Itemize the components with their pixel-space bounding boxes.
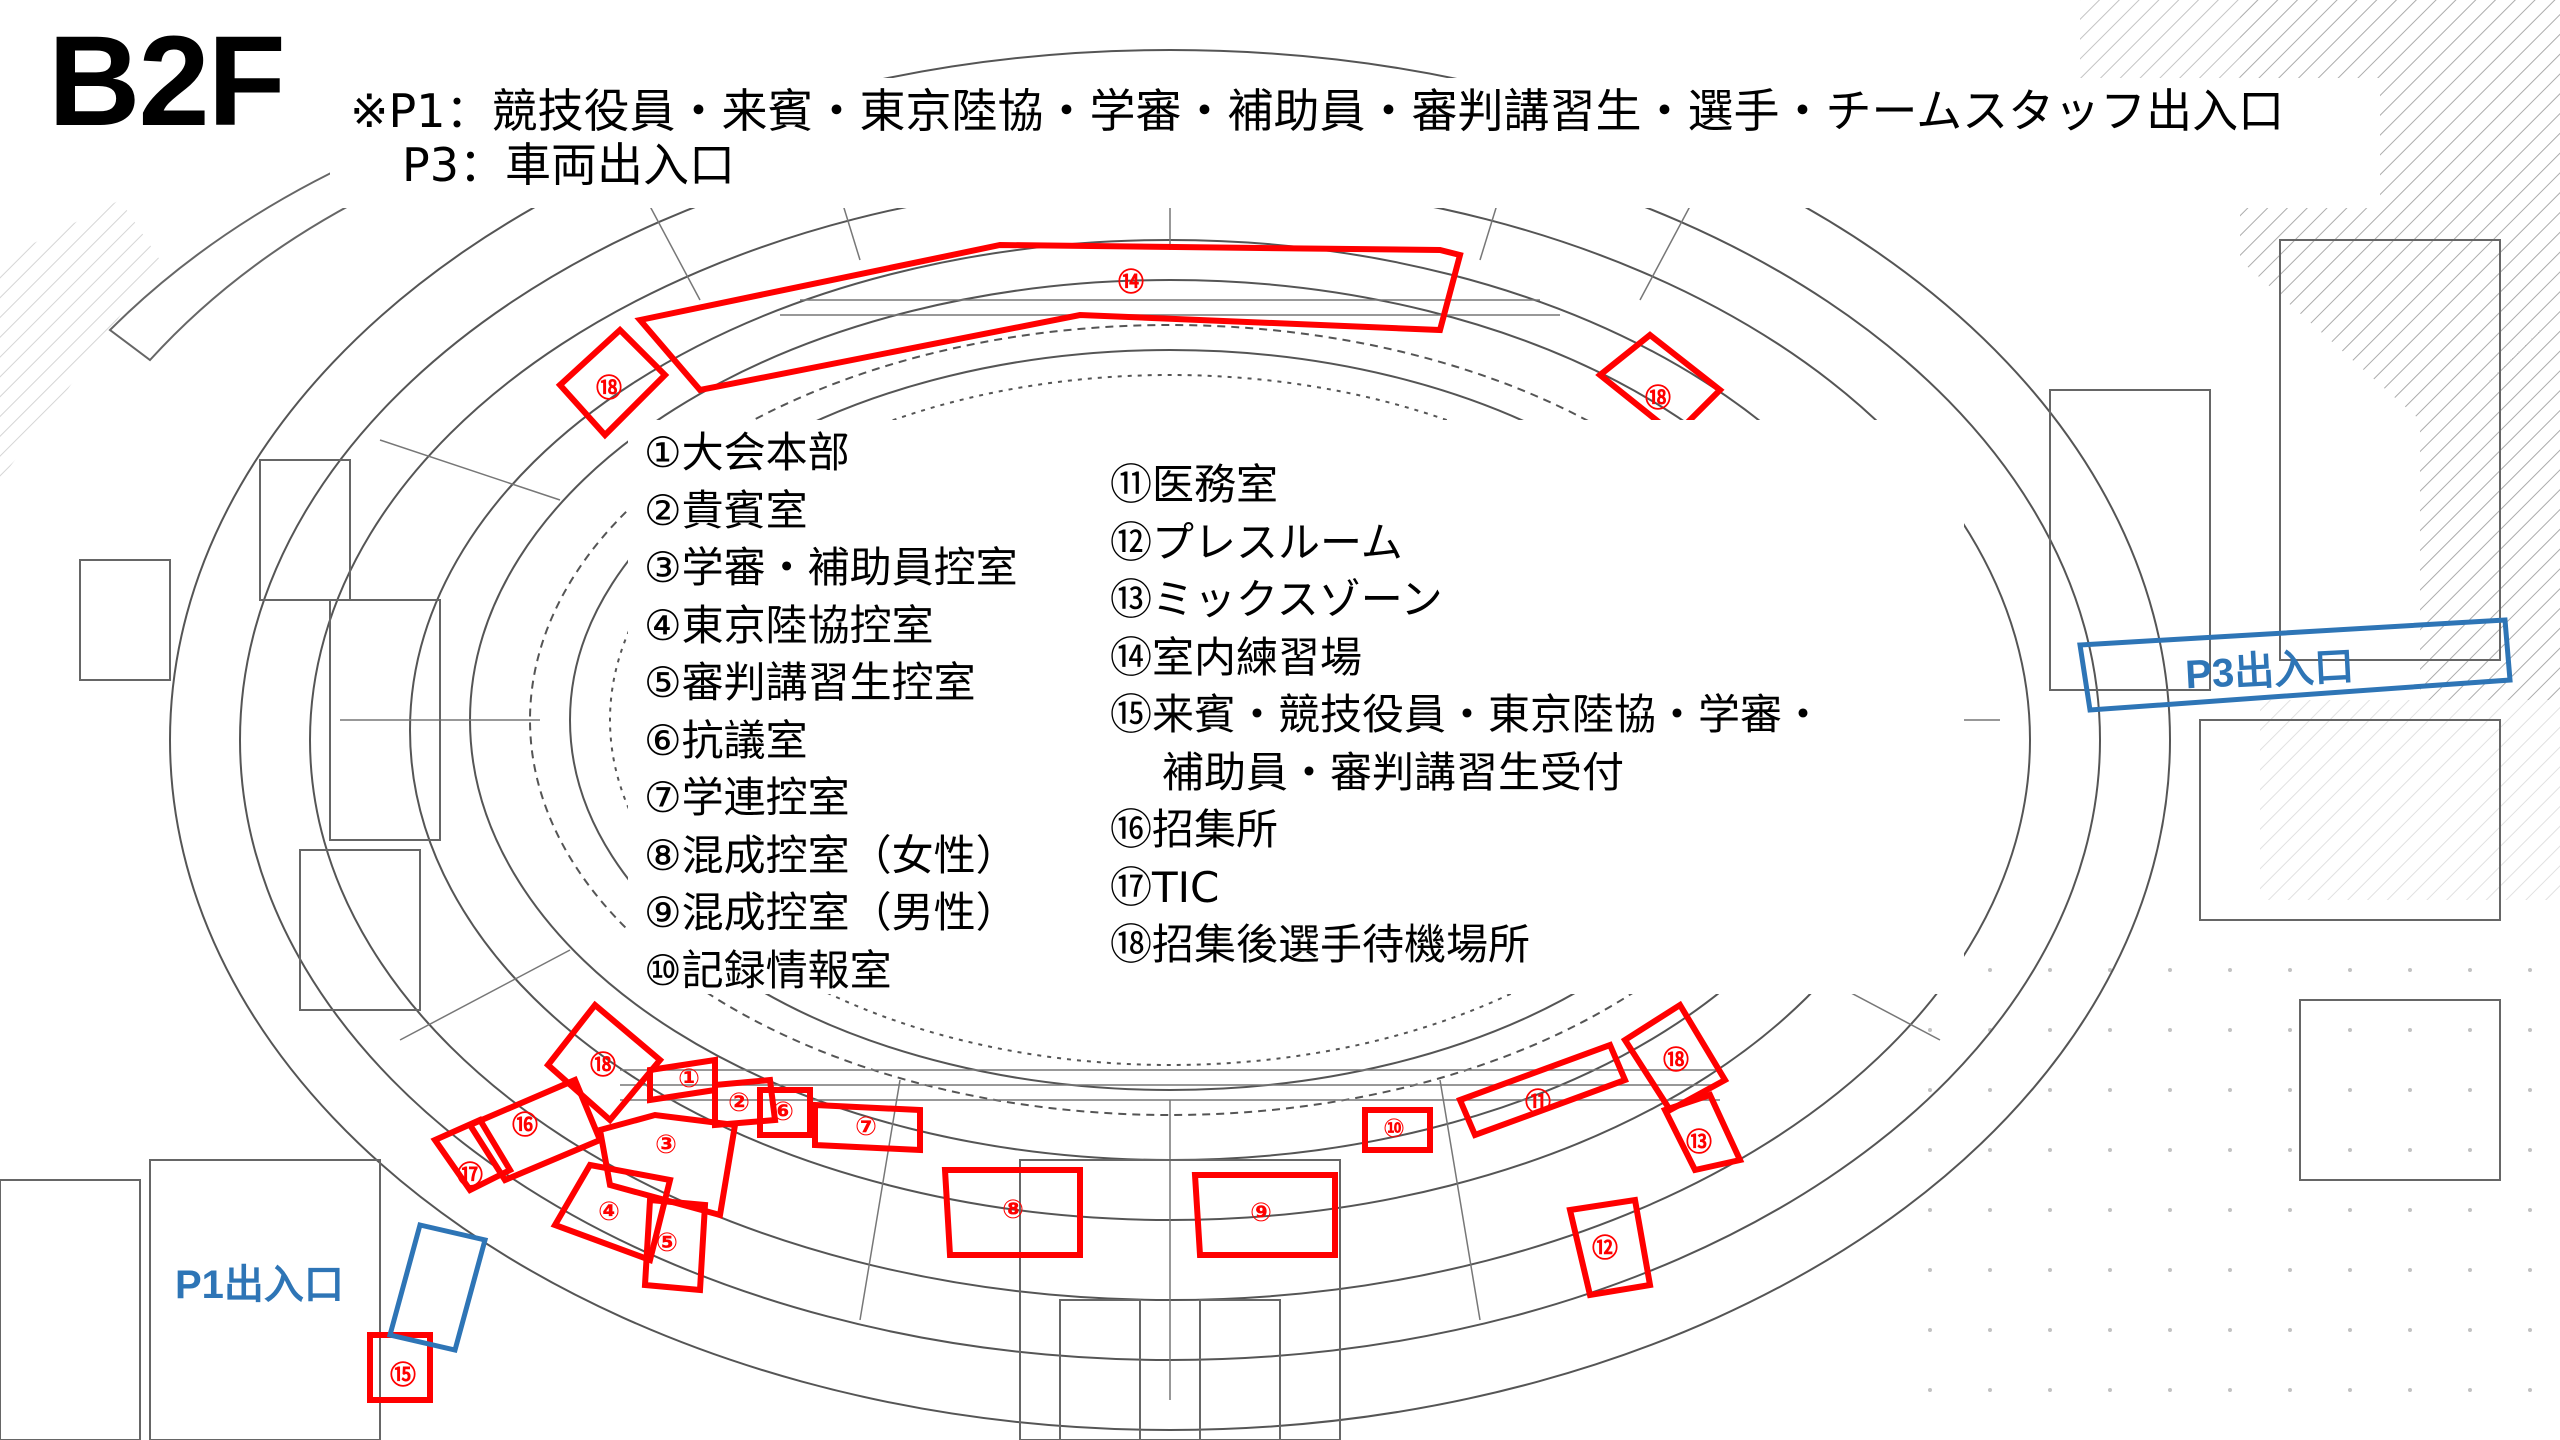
room-15 — [367, 1332, 433, 1403]
marker-16[interactable]: ⑯ — [512, 1111, 539, 1141]
room-11 — [1455, 1041, 1630, 1139]
p1-entrance-label[interactable]: P1出入口 — [175, 1263, 344, 1307]
legend-item: 補助員・審判講習生受付 — [1162, 747, 1625, 797]
legend-item: ⑩記録情報室 — [644, 945, 892, 995]
marker-3[interactable]: ③ — [655, 1130, 678, 1160]
marker-18-nw[interactable]: ⑱ — [596, 374, 623, 404]
room-2 — [712, 1076, 779, 1129]
marker-9[interactable]: ⑨ — [1250, 1198, 1273, 1228]
legend-item: ⑥抗議室 — [644, 715, 808, 765]
room-4 — [550, 1161, 674, 1264]
room-16 — [465, 1076, 604, 1184]
marker-5[interactable]: ⑤ — [656, 1228, 679, 1258]
legend-item: ②貴賓室 — [644, 485, 808, 535]
legend-panel: ①大会本部 ②貴賓室 ③学審・補助員控室 ④東京陸協控室 ⑤審判講習生控室 ⑥抗… — [628, 420, 1964, 995]
marker-17[interactable]: ⑰ — [457, 1161, 484, 1191]
room-highlights — [367, 241, 1745, 1403]
note-p1: ※P1：競技役員・来賓・東京陸協・学審・補助員・審判講習生・選手・チームスタッフ… — [350, 84, 2285, 138]
marker-14[interactable]: ⑭ — [1118, 268, 1145, 298]
p3-entrance-label[interactable]: P3出入口 — [2184, 644, 2356, 698]
marker-6[interactable]: ⑥ — [772, 1097, 795, 1127]
room-7 — [812, 1101, 923, 1154]
legend-item: ⑯招集所 — [1110, 805, 1279, 854]
legend-item: ⑱招集後選手待機場所 — [1110, 920, 1531, 969]
room-14 — [634, 241, 1464, 394]
legend-item: ⑮来賓・競技役員・東京陸協・学審・ — [1110, 690, 1825, 739]
room-10 — [1362, 1107, 1433, 1153]
room-18-nw — [555, 325, 670, 440]
room-12 — [1566, 1196, 1654, 1299]
room-5 — [641, 1196, 709, 1294]
marker-15[interactable]: ⑮ — [390, 1361, 417, 1391]
p1-entrance-box — [386, 1222, 489, 1353]
room-9 — [1191, 1172, 1338, 1258]
legend-item: ⑬ミックスゾーン — [1110, 575, 1443, 624]
room-18-sw — [543, 1000, 665, 1125]
room-6 — [757, 1087, 813, 1138]
marker-11[interactable]: ⑪ — [1525, 1088, 1552, 1118]
legend-left-column: ①大会本部 ②貴賓室 ③学審・補助員控室 ④東京陸協控室 ⑤審判講習生控室 ⑥抗… — [644, 424, 1018, 999]
legend-item: ④東京陸協控室 — [644, 600, 934, 650]
room-17 — [430, 1116, 515, 1194]
legend-item: ⑰TIC — [1110, 862, 1220, 912]
note-p3: P3：車両出入口 — [402, 138, 736, 192]
marker-18-sw[interactable]: ⑱ — [590, 1051, 617, 1081]
room-18-ne — [1595, 331, 1725, 440]
marker-12[interactable]: ⑫ — [1592, 1234, 1619, 1264]
marker-7[interactable]: ⑦ — [855, 1112, 878, 1142]
legend-item: ①大会本部 — [644, 428, 850, 477]
legend-item: ⑪医務室 — [1110, 460, 1279, 509]
p3-entrance-box — [2077, 617, 2513, 713]
legend-item: ③学審・補助員控室 — [644, 543, 1018, 592]
marker-2[interactable]: ② — [728, 1088, 751, 1118]
room-13 — [1660, 1091, 1745, 1174]
entrance-highlights — [386, 617, 2513, 1353]
building-blocks — [0, 148, 2501, 1440]
room-8 — [941, 1167, 1083, 1258]
floor-title: B2F — [48, 10, 286, 153]
legend-right-column: ⑪医務室 ⑫プレスルーム ⑬ミックスゾーン ⑭室内練習場 ⑮来賓・競技役員・東京… — [1110, 456, 1824, 974]
room-3 — [596, 1111, 739, 1219]
marker-4[interactable]: ④ — [598, 1197, 621, 1227]
marker-13[interactable]: ⑬ — [1686, 1128, 1713, 1158]
marker-8[interactable]: ⑧ — [1002, 1195, 1025, 1225]
marker-10[interactable]: ⑩ — [1383, 1114, 1406, 1144]
marker-18-ne[interactable]: ⑱ — [1645, 384, 1672, 414]
marker-18-se[interactable]: ⑱ — [1663, 1046, 1690, 1076]
legend-item: ⑦学連控室 — [644, 773, 850, 822]
legend-item: ⑫プレスルーム — [1110, 517, 1403, 567]
marker-1[interactable]: ① — [678, 1064, 701, 1094]
notes-panel: ※P1：競技役員・来賓・東京陸協・学審・補助員・審判講習生・選手・チームスタッフ… — [330, 78, 2380, 208]
room-18-se — [1620, 1000, 1730, 1114]
legend-item: ⑭室内練習場 — [1110, 632, 1363, 682]
legend-item: ⑤審判講習生控室 — [644, 658, 976, 707]
legend-item: ⑧混成控室（女性） — [644, 830, 1018, 880]
legend-item: ⑨混成控室（男性） — [644, 888, 1018, 937]
